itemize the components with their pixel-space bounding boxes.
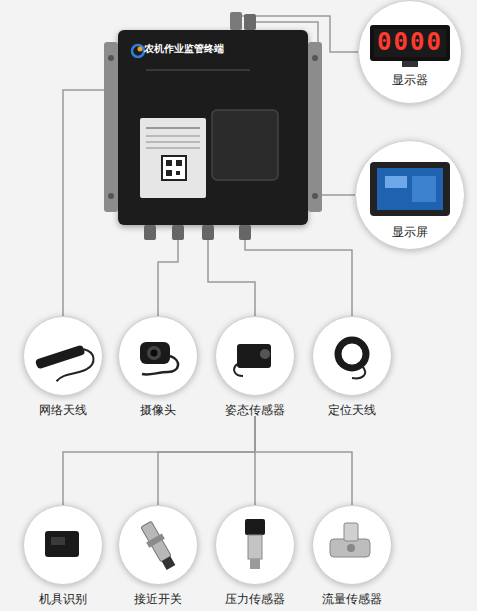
node-label: 摄像头 — [113, 402, 203, 418]
connector-line — [63, 416, 255, 505]
digit-readout: 0000 — [358, 27, 462, 57]
screw — [108, 193, 114, 199]
camera-node: 摄像头 — [113, 316, 203, 416]
circle-outline — [119, 506, 198, 585]
connector-line — [208, 225, 255, 316]
node-label: 网络天线 — [18, 402, 108, 418]
screw — [312, 55, 318, 61]
circle-outline — [309, 502, 395, 588]
connector-line — [245, 225, 352, 316]
connector-plug — [239, 225, 251, 240]
circle-outline — [313, 317, 392, 396]
circle-outline — [115, 502, 201, 588]
circle-outline — [24, 506, 103, 585]
circle-outline — [20, 502, 106, 588]
connector-plug — [244, 14, 256, 30]
pressure-sensor-node: 压力传感器 — [210, 505, 300, 605]
connector-plug — [230, 12, 242, 30]
gps-antenna-node: 定位天线 — [307, 316, 397, 416]
connector-line — [158, 225, 178, 316]
circle-outline — [216, 506, 295, 585]
node-label: 显示屏 — [355, 224, 465, 240]
node-label: 显示器 — [358, 72, 462, 88]
circle-outline — [359, 1, 462, 104]
mount-tab — [104, 42, 118, 212]
attitude-sensor-node: 姿态传感器 — [210, 316, 300, 416]
connector-line — [158, 416, 255, 505]
node-label: 定位天线 — [307, 402, 397, 418]
circle-outline — [216, 317, 295, 396]
connector-plug — [144, 225, 156, 240]
connector-plug — [202, 225, 214, 240]
node-label: 姿态传感器 — [210, 402, 300, 418]
flow-sensor-node: 流量传感器 — [307, 505, 397, 605]
circle-outline — [115, 313, 201, 399]
node-label: 接近开关 — [113, 591, 203, 607]
implement-id-node: 机具识别 — [18, 505, 108, 605]
node-label: 农机作业监管终端 — [144, 42, 224, 56]
circle-outline — [212, 502, 298, 588]
circle-outline — [20, 313, 106, 399]
connector-line — [255, 416, 352, 505]
antenna-node: 网络天线 — [18, 316, 108, 416]
screw — [312, 193, 318, 199]
node-label: 流量传感器 — [307, 591, 397, 607]
node-label: 压力传感器 — [210, 591, 300, 607]
connector-line — [63, 90, 118, 316]
circle-outline — [356, 141, 465, 250]
screen-node: 显示屏 — [355, 140, 465, 250]
terminal-box: 农机作业监管终端 — [118, 30, 308, 225]
screw — [108, 55, 114, 61]
node-label: 机具识别 — [18, 591, 108, 607]
circle-outline — [24, 317, 103, 396]
circle-outline — [309, 313, 395, 399]
circle-outline — [212, 313, 298, 399]
circle-outline — [313, 506, 392, 585]
connector-plug — [172, 225, 184, 240]
circle-outline — [119, 317, 198, 396]
mount-tab — [308, 42, 322, 212]
digit-display-node: 0000 显示器 — [358, 0, 462, 104]
proximity-switch-node: 接近开关 — [113, 505, 203, 605]
